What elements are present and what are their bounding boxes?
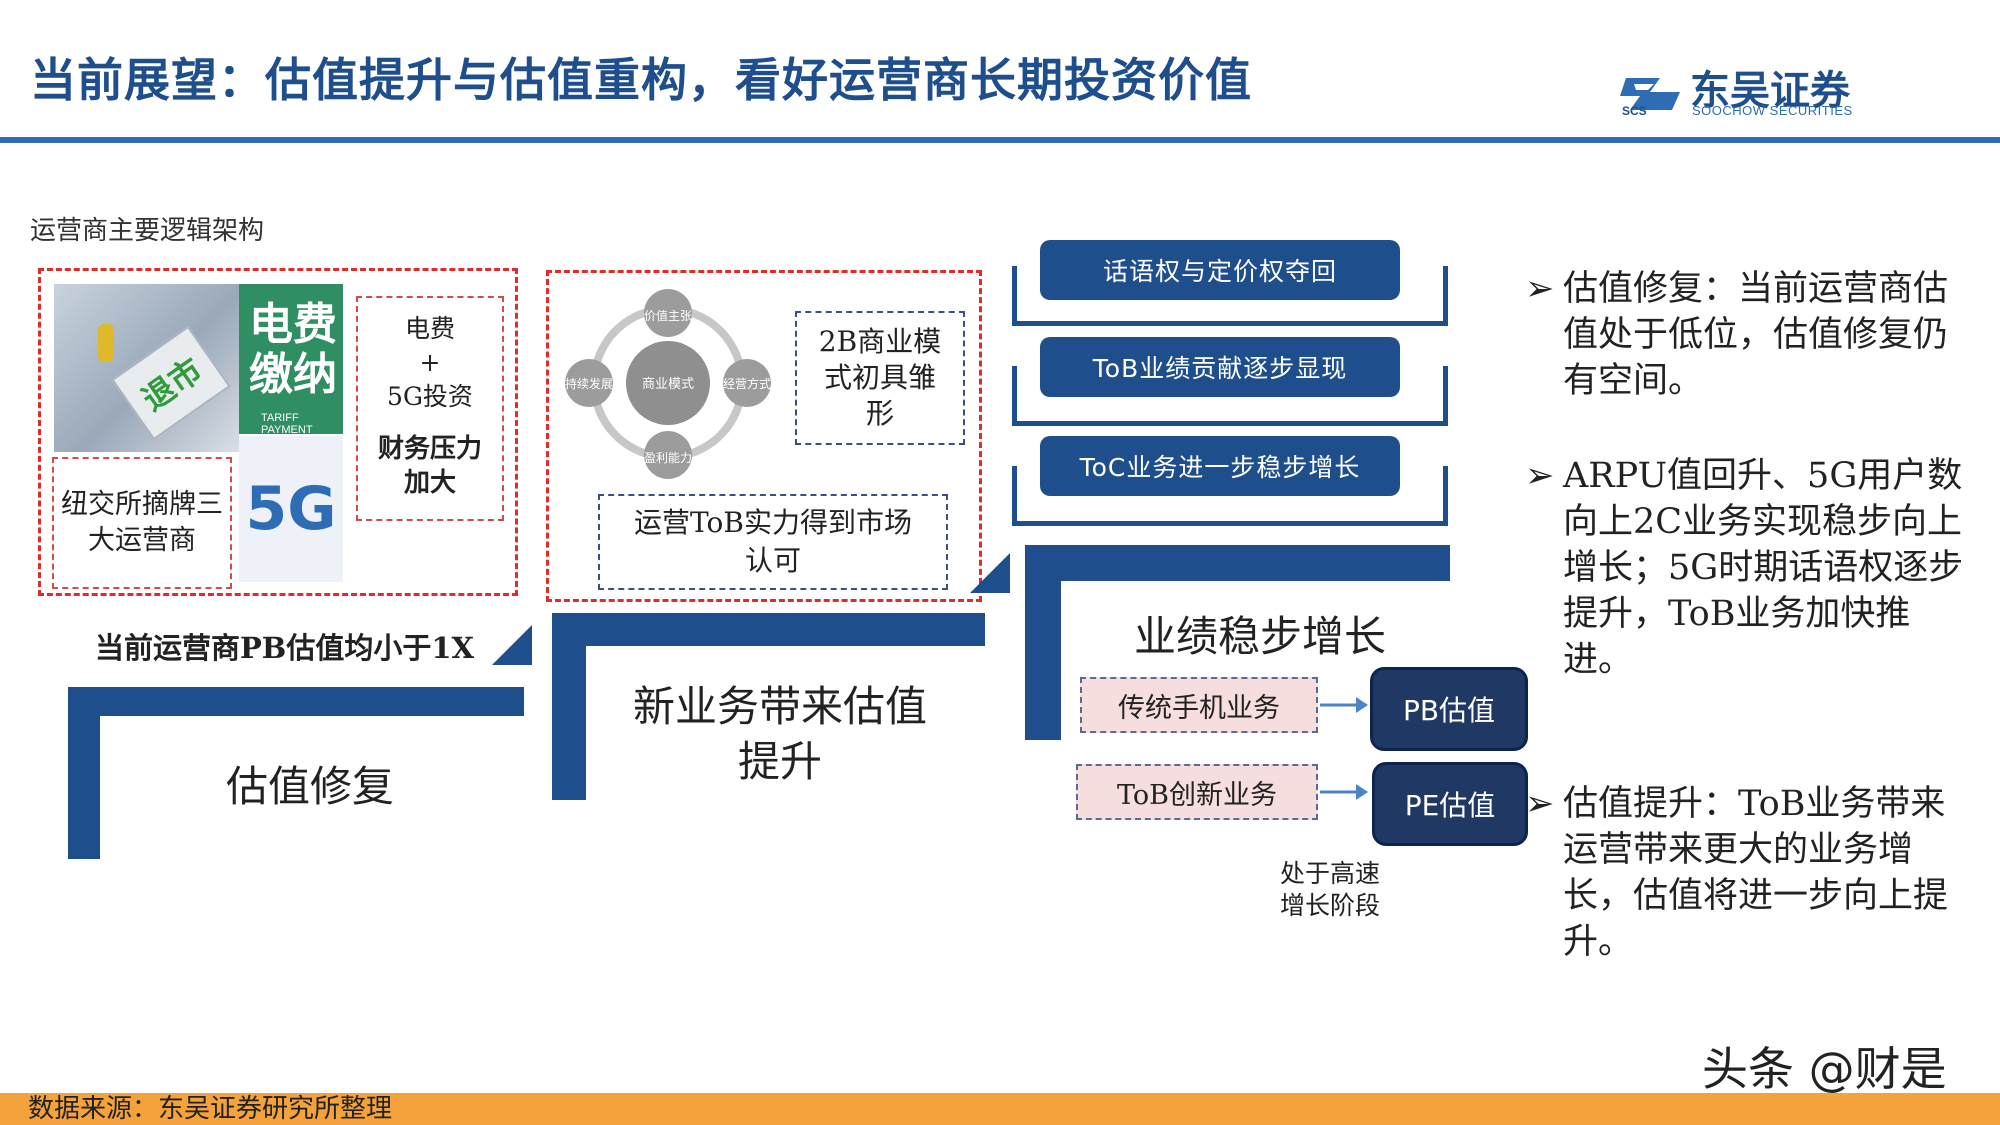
point-arpu: ➢ ARPU值回升、5G用户数向上2C业务实现稳步向上增长；5G时期话语权逐步提…: [1525, 453, 1965, 683]
fee-sign-en: TARIFF PAYMENT: [261, 412, 313, 436]
puzzle-image: 退市: [54, 284, 239, 452]
stair1-label: 估值修复: [225, 762, 394, 811]
stair1-riser: [68, 687, 100, 859]
pill-toc-growth: ToC业务进一步稳步增长: [1040, 436, 1400, 496]
tob-innovation-box: ToB创新业务: [1076, 764, 1318, 820]
panel-valuation-repair: [38, 268, 518, 596]
delist-caption: 纽交所摘牌三大运营商: [52, 457, 232, 589]
logo-mark: SCS: [1622, 104, 1647, 118]
ring-node-left: 持续发展: [565, 377, 614, 391]
fee-sign-image: 电费缴纳 TARIFF PAYMENT: [239, 284, 343, 436]
point-text: ARPU值回升、5G用户数向上2C业务实现稳步向上增长；5G时期话语权逐步提升，…: [1563, 456, 1964, 680]
2b-model-box: 2B商业模式初具雏形: [795, 311, 965, 445]
diagram-subtitle: 运营商主要逻辑架构: [30, 216, 265, 246]
pill-pricing-power: 话语权与定价权夺回: [1040, 240, 1400, 300]
bullet-arrow-icon: ➢: [1525, 269, 1555, 309]
bullet-arrow-icon: ➢: [1525, 456, 1555, 496]
panel-new-business: [546, 270, 982, 602]
pb-caption: 当前运营商PB估值均小于1X: [95, 631, 474, 665]
point-text: 估值提升：ToB业务带来运营带来更大的业务增长，估值将进一步向上提升。: [1563, 784, 1949, 962]
stair1-top: [68, 687, 524, 716]
page-title: 当前展望：估值提升与估值重构，看好运营商长期投资价值: [30, 53, 1252, 107]
stair1-corner: [492, 625, 532, 665]
stair2-corner: [970, 553, 1010, 593]
footer-bar: [0, 1093, 2000, 1125]
point-valuation-uplift: ➢ 估值提升：ToB业务带来运营带来更大的业务增长，估值将进一步向上提升。: [1525, 781, 1965, 965]
traditional-business-box: 传统手机业务: [1080, 677, 1318, 733]
ring-node-right: 经营方式: [723, 377, 772, 391]
scs-logo-icon: [1620, 78, 1680, 110]
ring-node-top: 价值主张: [644, 309, 693, 323]
arrow-right-icon: [1320, 784, 1368, 800]
pill-tob-contribution: ToB业绩贡献逐步显现: [1040, 337, 1400, 397]
stair2-label: 新业务带来估值提升: [632, 682, 927, 786]
logo-name-cn: 东吴证券: [1690, 68, 1850, 114]
finance-pressure-box: 电费 + 5G投资 财务压力加大: [356, 296, 504, 521]
arrow-right-icon: [1320, 697, 1368, 713]
watermark: 头条 @财是: [1702, 1042, 1947, 1096]
stair3-top: [1025, 545, 1450, 581]
worker-figure: [98, 324, 114, 362]
stair3-label: 业绩稳步增长: [1133, 612, 1386, 661]
point-valuation-repair: ➢ 估值修复：当前运营商估值处于低位，估值修复仍有空间。: [1525, 266, 1965, 404]
source-note: 数据来源：东吴证券研究所整理: [28, 1094, 393, 1124]
ring-node-center: 商业模式: [642, 376, 695, 392]
business-model-ring: [565, 289, 771, 479]
stair2-top: [552, 613, 985, 646]
stair2-riser: [552, 613, 586, 800]
delist-sign: 退市: [111, 325, 231, 441]
finance-pressure-text: 财务压力加大: [377, 434, 482, 498]
high-growth-caption: 处于高速增长阶段: [1280, 859, 1381, 920]
stair3-riser: [1025, 545, 1061, 740]
header-rule: [0, 137, 2000, 143]
ring-node-bottom: 盈利能力: [644, 451, 693, 465]
tob-recognition-box: 运营ToB实力得到市场认可: [598, 494, 948, 590]
logo-name-en: SOOCHOW SECURITIES: [1692, 103, 1853, 118]
5g-image: 5G: [239, 436, 343, 582]
fee-investment-text: 电费 + 5G投资: [387, 314, 473, 411]
pb-valuation-box: PB估值: [1370, 667, 1528, 751]
pe-valuation-box: PE估值: [1372, 762, 1528, 846]
bullet-arrow-icon: ➢: [1525, 784, 1555, 824]
fee-sign-text: 电费缴纳: [249, 299, 337, 400]
point-text: 估值修复：当前运营商估值处于低位，估值修复仍有空间。: [1563, 269, 1949, 401]
